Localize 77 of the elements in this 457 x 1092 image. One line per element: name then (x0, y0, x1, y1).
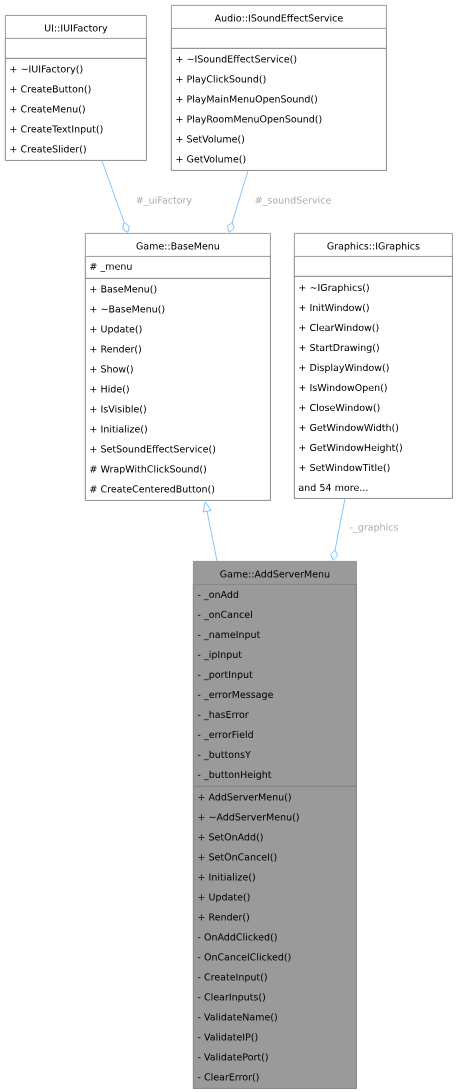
member-text: + CreateMenu() (10, 105, 85, 114)
attribute-compartment (193, 584, 357, 787)
member-text: + ~BaseMenu() (90, 305, 165, 314)
member-text: # _menu (90, 262, 132, 272)
member-text: - _buttonHeight (197, 770, 272, 781)
aggregation-line (227, 170, 249, 233)
member-text: + CreateTextInput() (10, 125, 103, 135)
member-text: + ~IUIFactory() (10, 65, 83, 75)
member-text: - ValidatePort() (197, 1053, 268, 1062)
member-text: - ClearError() (197, 1073, 259, 1082)
aggregation-line (101, 160, 130, 233)
member-text: - ClearInputs() (197, 993, 265, 1003)
attribute-compartment (85, 256, 271, 279)
member-text: + PlayMainMenuOpenSound() (176, 95, 317, 105)
member-text: - CreateInput() (197, 973, 267, 983)
member-text: - _onAdd (197, 590, 239, 601)
member-text: + SetSoundEffectService() (90, 445, 216, 454)
member-text: - _ipInput (197, 650, 242, 661)
attribute-compartment (294, 256, 453, 277)
member-text: - _onCancel (197, 610, 252, 621)
member-text: + Update() (198, 893, 250, 903)
member-text: and 54 more... (298, 483, 368, 492)
member-text: - _errorField (197, 730, 253, 741)
member-text: + Initialize() (90, 425, 147, 434)
member-text: - OnAddClicked() (197, 933, 277, 942)
class-name: Game::AddServerMenu (220, 570, 330, 578)
class-name: Game::BaseMenu (136, 242, 219, 250)
member-text: + SetWindowTitle() (299, 463, 390, 473)
member-text: + ClearWindow() (299, 323, 379, 333)
member-text: + Hide() (90, 385, 129, 394)
member-text: + ~AddServerMenu() (198, 813, 299, 822)
edge-label: #_soundService (255, 196, 331, 206)
member-text: + SetVolume() (176, 135, 245, 144)
member-text: + StartDrawing() (299, 343, 379, 353)
edge-label: -_graphics (350, 523, 398, 533)
member-text: + AddServerMenu() (198, 793, 291, 802)
member-text: + Update() (90, 325, 142, 335)
member-text: + ~IGraphics() (299, 283, 369, 293)
member-text: - _nameInput (197, 630, 261, 641)
method-compartment (193, 786, 357, 1089)
member-text: + SetOnCancel() (198, 853, 277, 862)
class-name: UI::IUIFactory (45, 24, 108, 34)
member-text: + SetOnAdd() (198, 833, 263, 842)
attribute-compartment (5, 38, 147, 59)
member-text: + CreateButton() (10, 85, 91, 94)
member-text: + Initialize() (198, 873, 255, 882)
member-text: - _portInput (197, 670, 253, 681)
member-text: + GetWindowHeight() (299, 443, 402, 453)
member-text: + Render() (198, 913, 249, 922)
member-text: + PlayRoomMenuOpenSound() (176, 115, 322, 125)
member-text: + CloseWindow() (299, 403, 380, 413)
member-text: + IsVisible() (90, 405, 146, 414)
member-text: # CreateCenteredButton() (90, 485, 215, 494)
member-text: + Show() (90, 365, 133, 374)
member-text: - _hasError (197, 710, 249, 721)
class-name: Graphics::IGraphics (327, 242, 420, 252)
member-text: + PlayClickSound() (176, 75, 266, 85)
member-text: - _buttonsY (197, 750, 251, 761)
aggregation-line (330, 498, 346, 561)
member-text: + Render() (90, 345, 141, 354)
member-text: + CreateSlider() (10, 145, 86, 154)
member-text: - _errorMessage (197, 690, 273, 701)
member-text: + IsWindowOpen() (299, 383, 387, 393)
edge-label: #_uiFactory (136, 196, 192, 206)
member-text: + DisplayWindow() (299, 363, 389, 373)
member-text: + ~ISoundEffectService() (176, 55, 297, 64)
attribute-compartment (171, 28, 387, 49)
member-text: + BaseMenu() (90, 285, 157, 294)
member-text: - OnCancelClicked() (197, 953, 291, 962)
inheritance-arrow (202, 501, 218, 562)
member-text: + GetVolume() (176, 155, 246, 164)
member-text: - ValidateName() (197, 1013, 277, 1022)
member-text: - ValidateIP() (197, 1033, 258, 1042)
class-name: Audio::ISoundEffectService (214, 14, 343, 22)
member-text: # WrapWithClickSound() (90, 465, 206, 475)
member-text: + GetWindowWidth() (299, 423, 399, 433)
member-text: + InitWindow() (299, 303, 369, 313)
